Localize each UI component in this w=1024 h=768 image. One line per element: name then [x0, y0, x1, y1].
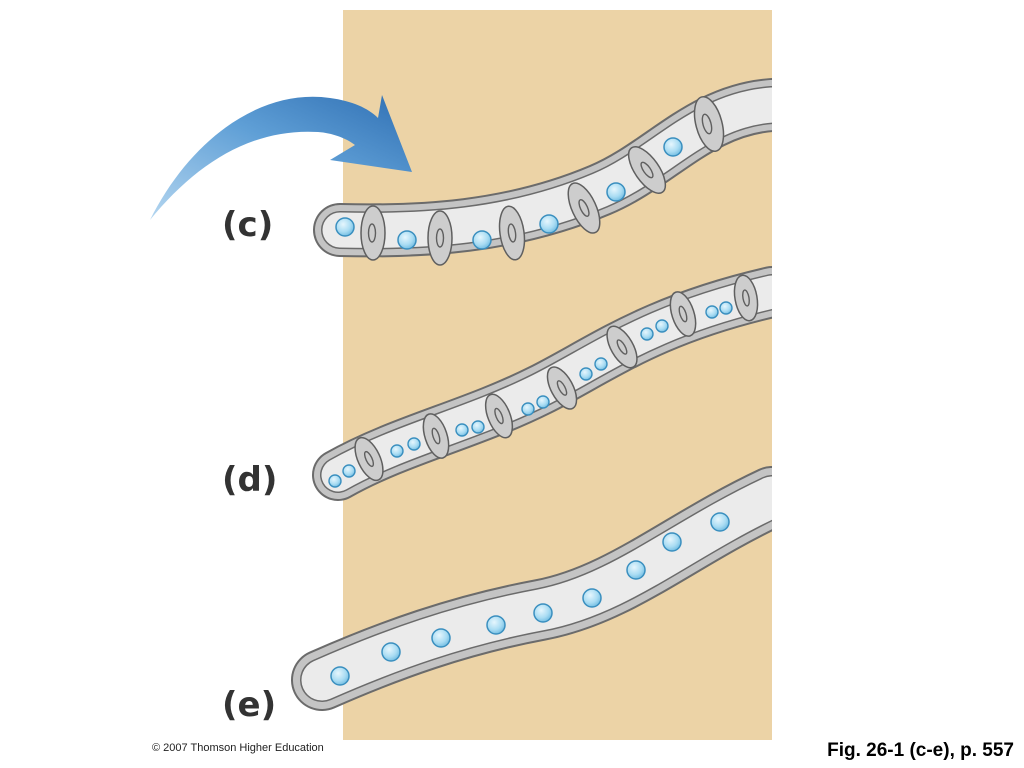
- nucleus: [455, 423, 469, 437]
- nucleus: [640, 327, 654, 341]
- septum: [669, 291, 697, 337]
- septum: [567, 182, 601, 234]
- nucleus: [342, 464, 356, 478]
- nucleus: [335, 217, 355, 237]
- septum: [427, 210, 453, 266]
- nucleus: [521, 402, 535, 416]
- nucleus: [710, 512, 730, 532]
- septum: [422, 413, 450, 459]
- nucleus: [471, 420, 485, 434]
- septum: [733, 274, 759, 322]
- nucleus: [594, 357, 608, 371]
- nucleus: [533, 603, 553, 623]
- septum: [484, 393, 514, 439]
- septum: [360, 205, 386, 261]
- nucleus: [397, 230, 417, 250]
- nucleus: [705, 305, 719, 319]
- septum: [693, 95, 725, 153]
- septum: [606, 325, 638, 369]
- nucleus: [486, 615, 506, 635]
- nucleus: [662, 532, 682, 552]
- nucleus: [330, 666, 350, 686]
- septa-d: [354, 274, 759, 482]
- label-d: (d): [222, 460, 277, 500]
- nucleus: [431, 628, 451, 648]
- label-c: (c): [222, 205, 273, 245]
- nucleus: [719, 301, 733, 315]
- nucleus: [390, 444, 404, 458]
- septum: [498, 205, 526, 261]
- nucleus: [328, 474, 342, 488]
- nucleus: [655, 319, 669, 333]
- septum: [354, 436, 384, 482]
- nucleus: [407, 437, 421, 451]
- nucleus: [472, 230, 492, 250]
- nucleus: [626, 560, 646, 580]
- nucleus: [381, 642, 401, 662]
- copyright-notice: © 2007 Thomson Higher Education: [152, 742, 324, 754]
- septum: [546, 366, 578, 410]
- right-margin: [772, 0, 1024, 736]
- nucleus: [579, 367, 593, 381]
- nucleus: [582, 588, 602, 608]
- label-e: (e): [222, 685, 276, 725]
- figure-caption: Fig. 26-1 (c-e), p. 557: [827, 740, 1014, 761]
- hypha-d: [312, 266, 798, 501]
- hypha-c: [313, 78, 799, 266]
- septa-c: [360, 95, 725, 266]
- septum: [627, 146, 667, 194]
- curved-arrow-icon: [150, 95, 412, 220]
- nucleus: [536, 395, 550, 409]
- nucleus: [663, 137, 683, 157]
- hypha-e: [291, 466, 803, 711]
- nucleus: [539, 214, 559, 234]
- nucleus: [606, 182, 626, 202]
